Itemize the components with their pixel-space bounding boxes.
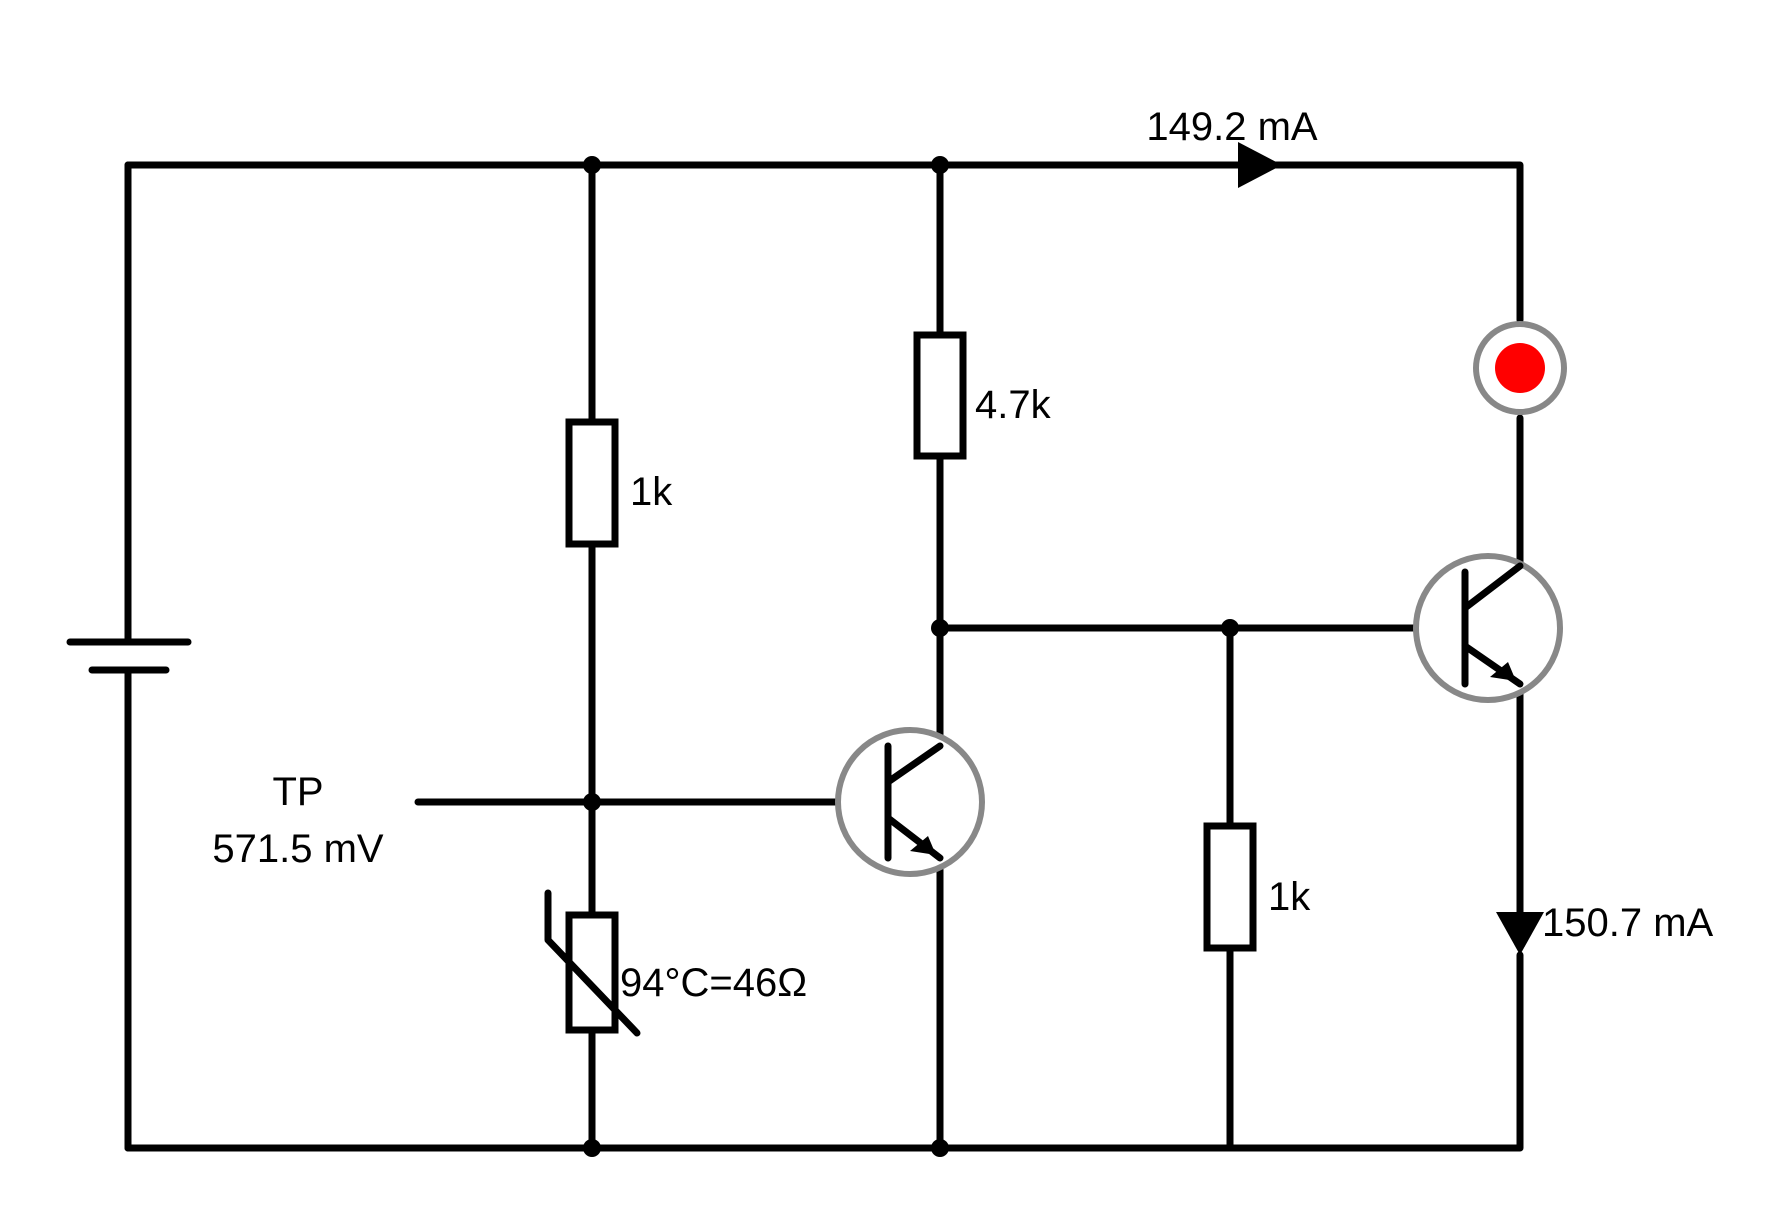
- top-rail-wire: [124, 161, 1524, 324]
- r1-label: 1k: [630, 470, 673, 514]
- junction-dot: [583, 793, 601, 811]
- r2-label: 4.7k: [975, 383, 1052, 427]
- junction-dot: [931, 156, 949, 174]
- current-right: 150.7 mA: [1496, 901, 1714, 955]
- tp-value-label: 571.5 mV: [212, 827, 384, 871]
- thermistor: 94°C=46Ω: [544, 889, 807, 1037]
- wires: [124, 161, 1524, 1152]
- npn-transistor-icon: [835, 727, 985, 877]
- resistor-icon: [1203, 822, 1257, 952]
- resistor-r3: 1k: [1203, 822, 1311, 952]
- emitter-arrow: [1490, 662, 1516, 681]
- tp-name-label: TP: [272, 770, 323, 814]
- resistor-r1: 1k: [565, 418, 673, 548]
- junction-dot: [583, 1139, 601, 1157]
- junction-dot: [931, 1139, 949, 1157]
- thermistor-slash: [544, 889, 641, 1037]
- current-top: 149.2 mA: [1146, 105, 1318, 188]
- thermistor-label: 94°C=46Ω: [620, 961, 807, 1005]
- arrow-icon: [1238, 142, 1282, 188]
- resistor-icon: [565, 418, 619, 548]
- npn-transistor-icon: [1413, 553, 1563, 703]
- emitter-arrow: [910, 836, 936, 855]
- resistor-r2: 4.7k: [913, 331, 1052, 460]
- bottom-rail-wire: [124, 951, 1524, 1152]
- current-top-label: 149.2 mA: [1146, 105, 1318, 149]
- led-light: [1495, 343, 1545, 393]
- junction-dot: [931, 619, 949, 637]
- junction-dot: [583, 156, 601, 174]
- junction-dot: [1221, 619, 1239, 637]
- arrow-icon: [1496, 912, 1544, 955]
- npn-transistor-t1: [835, 727, 985, 877]
- junctions: [583, 156, 1239, 1157]
- test-point: TP 571.5 mV: [212, 770, 384, 871]
- led: [1473, 321, 1567, 415]
- current-right-label: 150.7 mA: [1542, 901, 1714, 945]
- r3-label: 1k: [1268, 875, 1311, 919]
- resistor-icon: [913, 331, 967, 460]
- battery-icon: [66, 638, 192, 674]
- npn-transistor-t2: [1413, 553, 1563, 703]
